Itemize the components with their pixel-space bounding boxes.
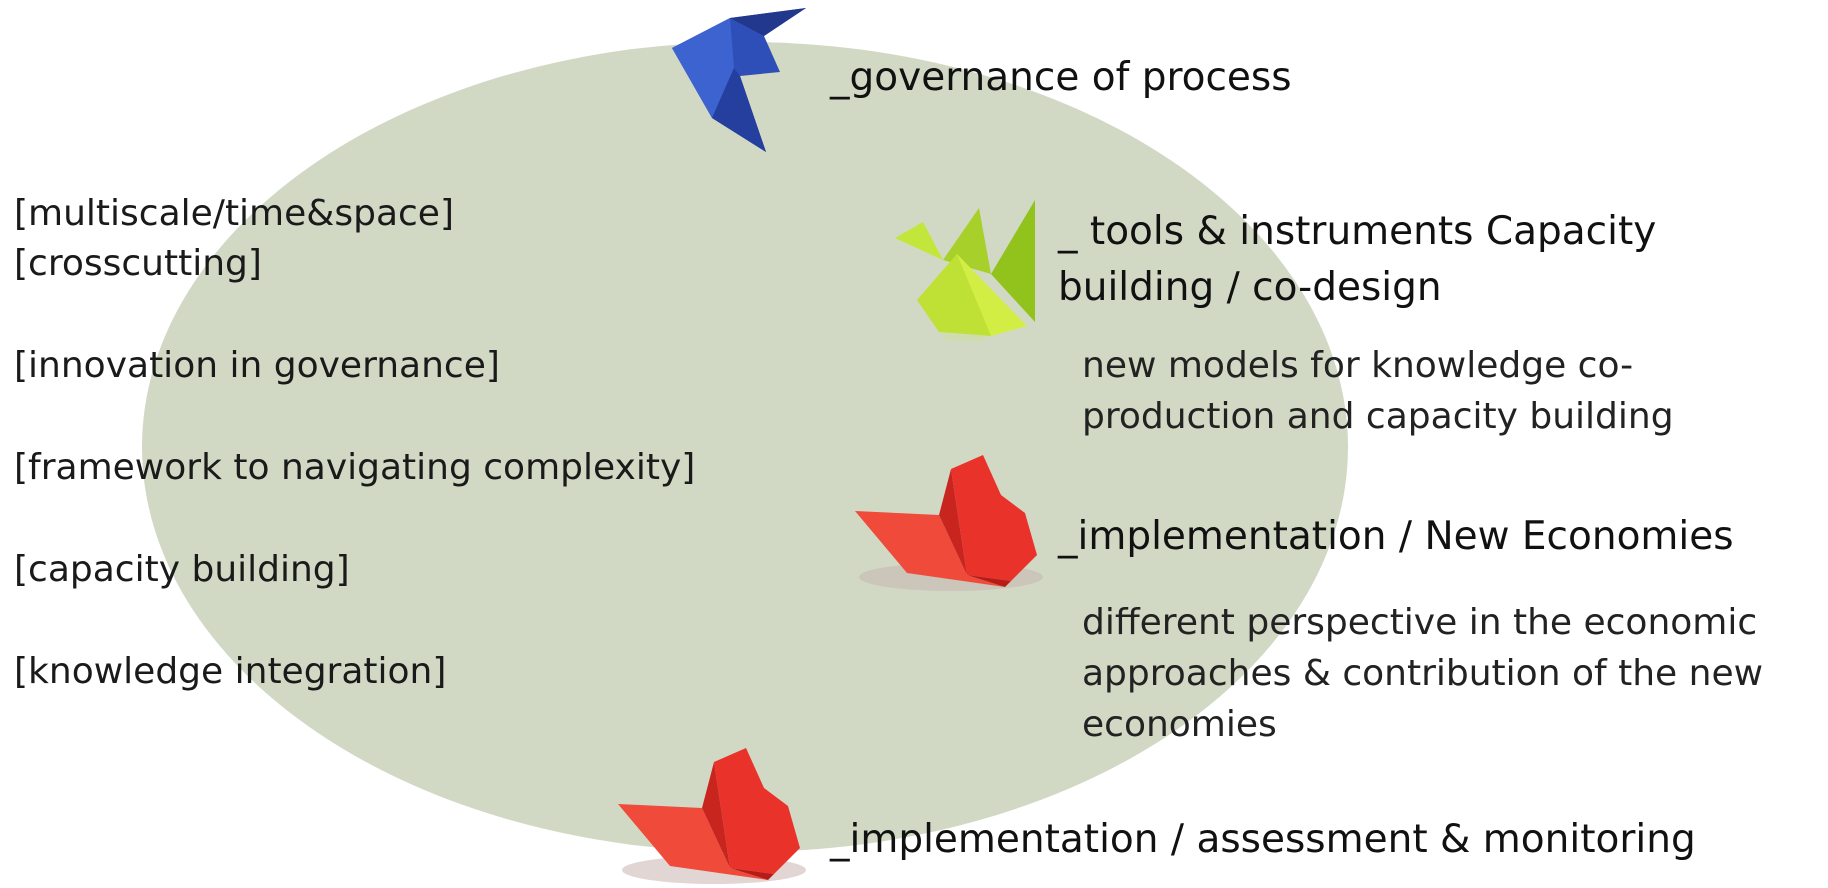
tag-framework-complexity: [framework to navigating complexity] — [14, 447, 696, 488]
process-cycle-ellipse — [142, 42, 1348, 852]
tag-crosscutting: [crosscutting] — [14, 243, 262, 284]
tools-description: new models for knowledge co-production a… — [1082, 345, 1674, 437]
tag-capacity-building: [capacity building] — [14, 549, 350, 590]
assessment-label: _implementation / assessment & monitorin… — [830, 817, 1696, 862]
red-origami-butterfly-icon — [618, 748, 806, 884]
governance-label: _governance of process — [830, 55, 1292, 100]
red-origami-butterfly-icon — [855, 455, 1043, 591]
tag-innovation-in-governance: [innovation in governance] — [14, 345, 500, 386]
blue-origami-bird-icon — [672, 8, 806, 152]
tag-knowledge-integration: [knowledge integration] — [14, 651, 447, 692]
green-origami-crane-icon — [895, 200, 1035, 342]
new-economies-label: _implementation / New Economies — [1058, 514, 1734, 559]
tag-multiscale: [multiscale/time&space] — [14, 193, 454, 234]
new-economies-description: different perspective in the economic ap… — [1082, 602, 1764, 745]
tools-label: _ tools & instruments Capacity building … — [1058, 209, 1657, 310]
